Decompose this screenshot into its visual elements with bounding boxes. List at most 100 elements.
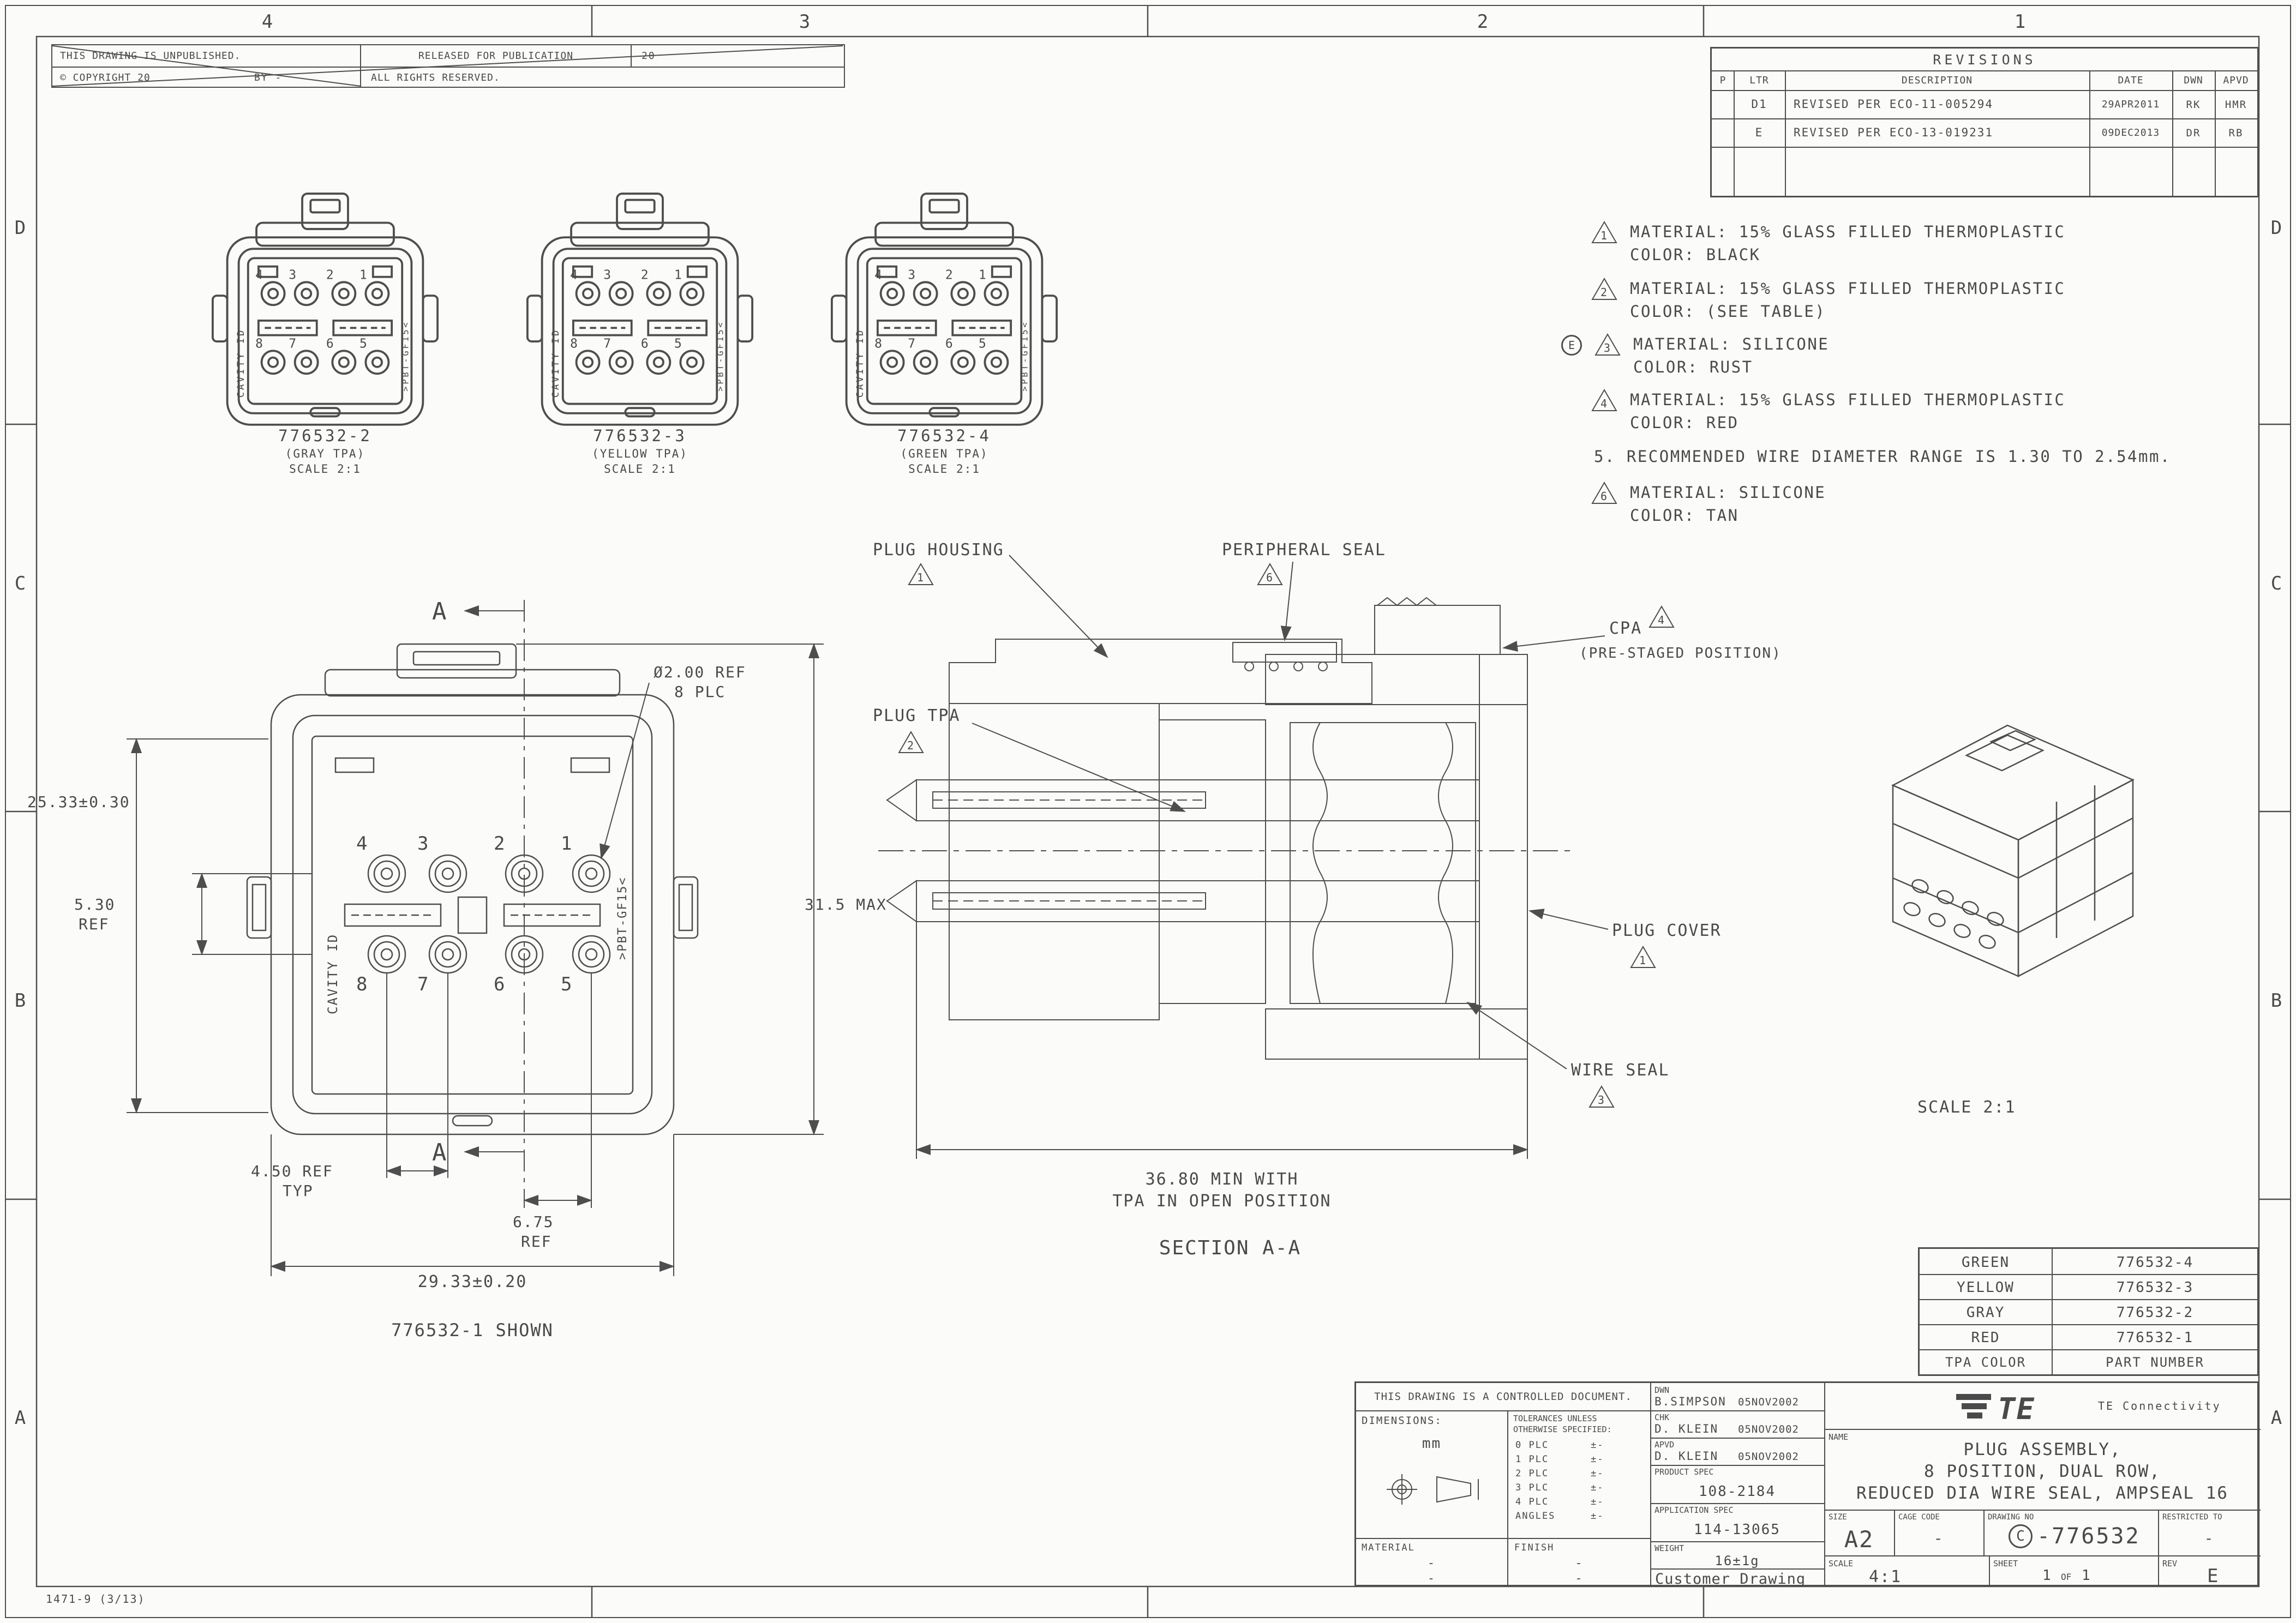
- note-line1: MATERIAL: 15% GLASS FILLED THERMOPLASTIC: [1630, 390, 2066, 409]
- rev-row-apvd: HMR: [2225, 99, 2247, 111]
- svg-text:4: 4: [1658, 614, 1665, 627]
- rev-label: REV: [2162, 1559, 2178, 1568]
- flag-number: 1: [1600, 229, 1608, 242]
- tpa-part-cell: 776532-3: [2116, 1279, 2194, 1296]
- sheet-of: OF: [2061, 1572, 2072, 1582]
- copyright-note: © COPYRIGHT 20: [60, 72, 151, 83]
- variant-tpa: (GREEN TPA): [900, 447, 988, 460]
- rev-row-desc: REVISED PER ECO-11-005294: [1794, 98, 1994, 111]
- svg-text:3: 3: [417, 833, 429, 855]
- drawing-no-c-logo: C: [2009, 1524, 2033, 1548]
- restricted-label: RESTRICTED TO: [2162, 1513, 2222, 1522]
- copyright-by: BY -: [254, 72, 283, 83]
- projection-symbol-icon: [1387, 1474, 1479, 1505]
- application-spec-value: 114-13065: [1694, 1522, 1781, 1538]
- svg-text:4: 4: [356, 833, 368, 855]
- e-mark-icon: E: [1561, 335, 1582, 356]
- tpa-color-table: GREEN 776532-4 YELLOW 776532-3 GRAY 7765…: [1918, 1247, 2259, 1376]
- copyright-block: THIS DRAWING IS UNPUBLISHED. RELEASED FO…: [51, 44, 845, 88]
- flag-triangle-2: 2: [1591, 278, 1617, 300]
- section-dim-line1: 36.80 MIN WITH: [1146, 1170, 1299, 1189]
- rev-col-dwn: DWN: [2184, 75, 2203, 86]
- rev-col-desc: DESCRIPTION: [1901, 75, 1973, 86]
- variant-tpa: (GRAY TPA): [285, 447, 365, 460]
- sheet-number: 1: [2042, 1567, 2052, 1584]
- tol-4-label: 4 PLC: [1515, 1496, 1549, 1507]
- dim-row: 5.30: [74, 895, 115, 913]
- dwn-label: DWN: [1654, 1385, 1670, 1395]
- svg-text:6: 6: [1266, 571, 1274, 584]
- svg-text:1: 1: [1639, 954, 1647, 967]
- svg-text:1: 1: [917, 571, 925, 584]
- rev-row-apvd: RB: [2228, 127, 2244, 139]
- sheet-label: SHEET: [1993, 1559, 2018, 1568]
- variant-view-green: [830, 193, 1058, 426]
- rev-row-ltr: E: [1755, 126, 1764, 139]
- svg-text:2: 2: [907, 739, 915, 752]
- variant-part: 776532-3: [593, 426, 687, 445]
- material-mark: >PBT-GF15<: [616, 877, 630, 960]
- released-year: 20: [642, 50, 656, 62]
- iso-outline: [1891, 724, 2135, 978]
- size-label: SIZE: [1829, 1513, 1847, 1522]
- zone-row-d-left: D: [14, 217, 27, 239]
- apvd-label: APVD: [1654, 1440, 1675, 1450]
- zone-row-b-right: B: [2270, 990, 2283, 1012]
- tol-3-value: ±-: [1591, 1482, 1604, 1493]
- tol-4-value: ±-: [1591, 1496, 1604, 1507]
- section-leaders: [915, 555, 1609, 1159]
- chk-name: D. KLEIN: [1654, 1422, 1719, 1435]
- tpa-color-cell: RED: [1971, 1330, 2000, 1346]
- tol-1-label: 1 PLC: [1515, 1454, 1549, 1465]
- variant-scale: SCALE 2:1: [908, 462, 980, 476]
- section-letter-bottom: A: [432, 1139, 448, 1167]
- cage-code-label: CAGE CODE: [1898, 1513, 1940, 1522]
- te-logo-text: TE: [1998, 1392, 2035, 1426]
- revisions-title: REVISIONS: [1933, 52, 2036, 68]
- flag-triangle-3: 3: [1594, 333, 1621, 356]
- note-5: 5. RECOMMENDED WIRE DIAMETER RANGE IS 1.…: [1594, 445, 2171, 468]
- tpa-color-cell: GREEN: [1961, 1254, 2010, 1271]
- note-line1: RECOMMENDED WIRE DIAMETER RANGE IS 1.30 …: [1626, 447, 2171, 466]
- rev-row-desc: REVISED PER ECO-13-019231: [1794, 126, 1994, 139]
- note-line1: MATERIAL: 15% GLASS FILLED THERMOPLASTIC: [1630, 223, 2066, 241]
- svg-text:5: 5: [561, 973, 573, 995]
- section-dim-line2: TPA IN OPEN POSITION: [1112, 1192, 1331, 1211]
- product-spec-label: PRODUCT SPEC: [1654, 1467, 1714, 1477]
- rev-col-ltr: LTR: [1749, 75, 1769, 86]
- variant-scale: SCALE 2:1: [289, 462, 361, 476]
- zone-row-d-right: D: [2270, 217, 2283, 239]
- hole-dia: Ø2.00 REF: [654, 663, 746, 681]
- svg-text:6: 6: [494, 973, 506, 995]
- chk-label: CHK: [1654, 1412, 1670, 1422]
- apvd-name: D. KLEIN: [1654, 1450, 1719, 1463]
- note-1: 1 MATERIAL: 15% GLASS FILLED THERMOPLAST…: [1591, 220, 2065, 266]
- released-note: RELEASED FOR PUBLICATION: [418, 50, 574, 62]
- tol-0-value: ±-: [1591, 1440, 1604, 1451]
- note-number: 5.: [1594, 447, 1616, 466]
- dim-pitch: 4.50 REF: [251, 1162, 333, 1180]
- zone-row-b-left: B: [14, 990, 27, 1012]
- rev-row-dwn: DR: [2186, 127, 2201, 139]
- name-label: NAME: [1829, 1432, 1849, 1442]
- rev-col-p: P: [1719, 75, 1726, 86]
- dim-pitch-typ: TYP: [283, 1182, 314, 1200]
- section-cut-line: [464, 600, 525, 1208]
- customer-drawing-label: Customer Drawing: [1655, 1571, 1806, 1588]
- drawing-name-line2: 8 POSITION, DUAL ROW,: [1924, 1462, 2161, 1481]
- flag-number: 3: [1604, 341, 1611, 354]
- tpa-color-cell: YELLOW: [1957, 1279, 2015, 1296]
- rev-row-ltr: D1: [1751, 98, 1767, 111]
- weight-label: WEIGHT: [1654, 1543, 1684, 1553]
- drawing-name-line3: REDUCED DIA WIRE SEAL, AMPSEAL 16: [1856, 1483, 2228, 1503]
- flag-triangle-housing: 1: [908, 563, 934, 585]
- flag-number: 4: [1600, 397, 1608, 410]
- flag-triangle-4: 4: [1591, 389, 1617, 411]
- zone-col-1: 1: [2014, 11, 2027, 33]
- te-logo: TE: [1956, 1392, 2035, 1426]
- flag-triangle-wire: 3: [1588, 1085, 1615, 1108]
- brand-name: TE Connectivity: [2098, 1399, 2221, 1412]
